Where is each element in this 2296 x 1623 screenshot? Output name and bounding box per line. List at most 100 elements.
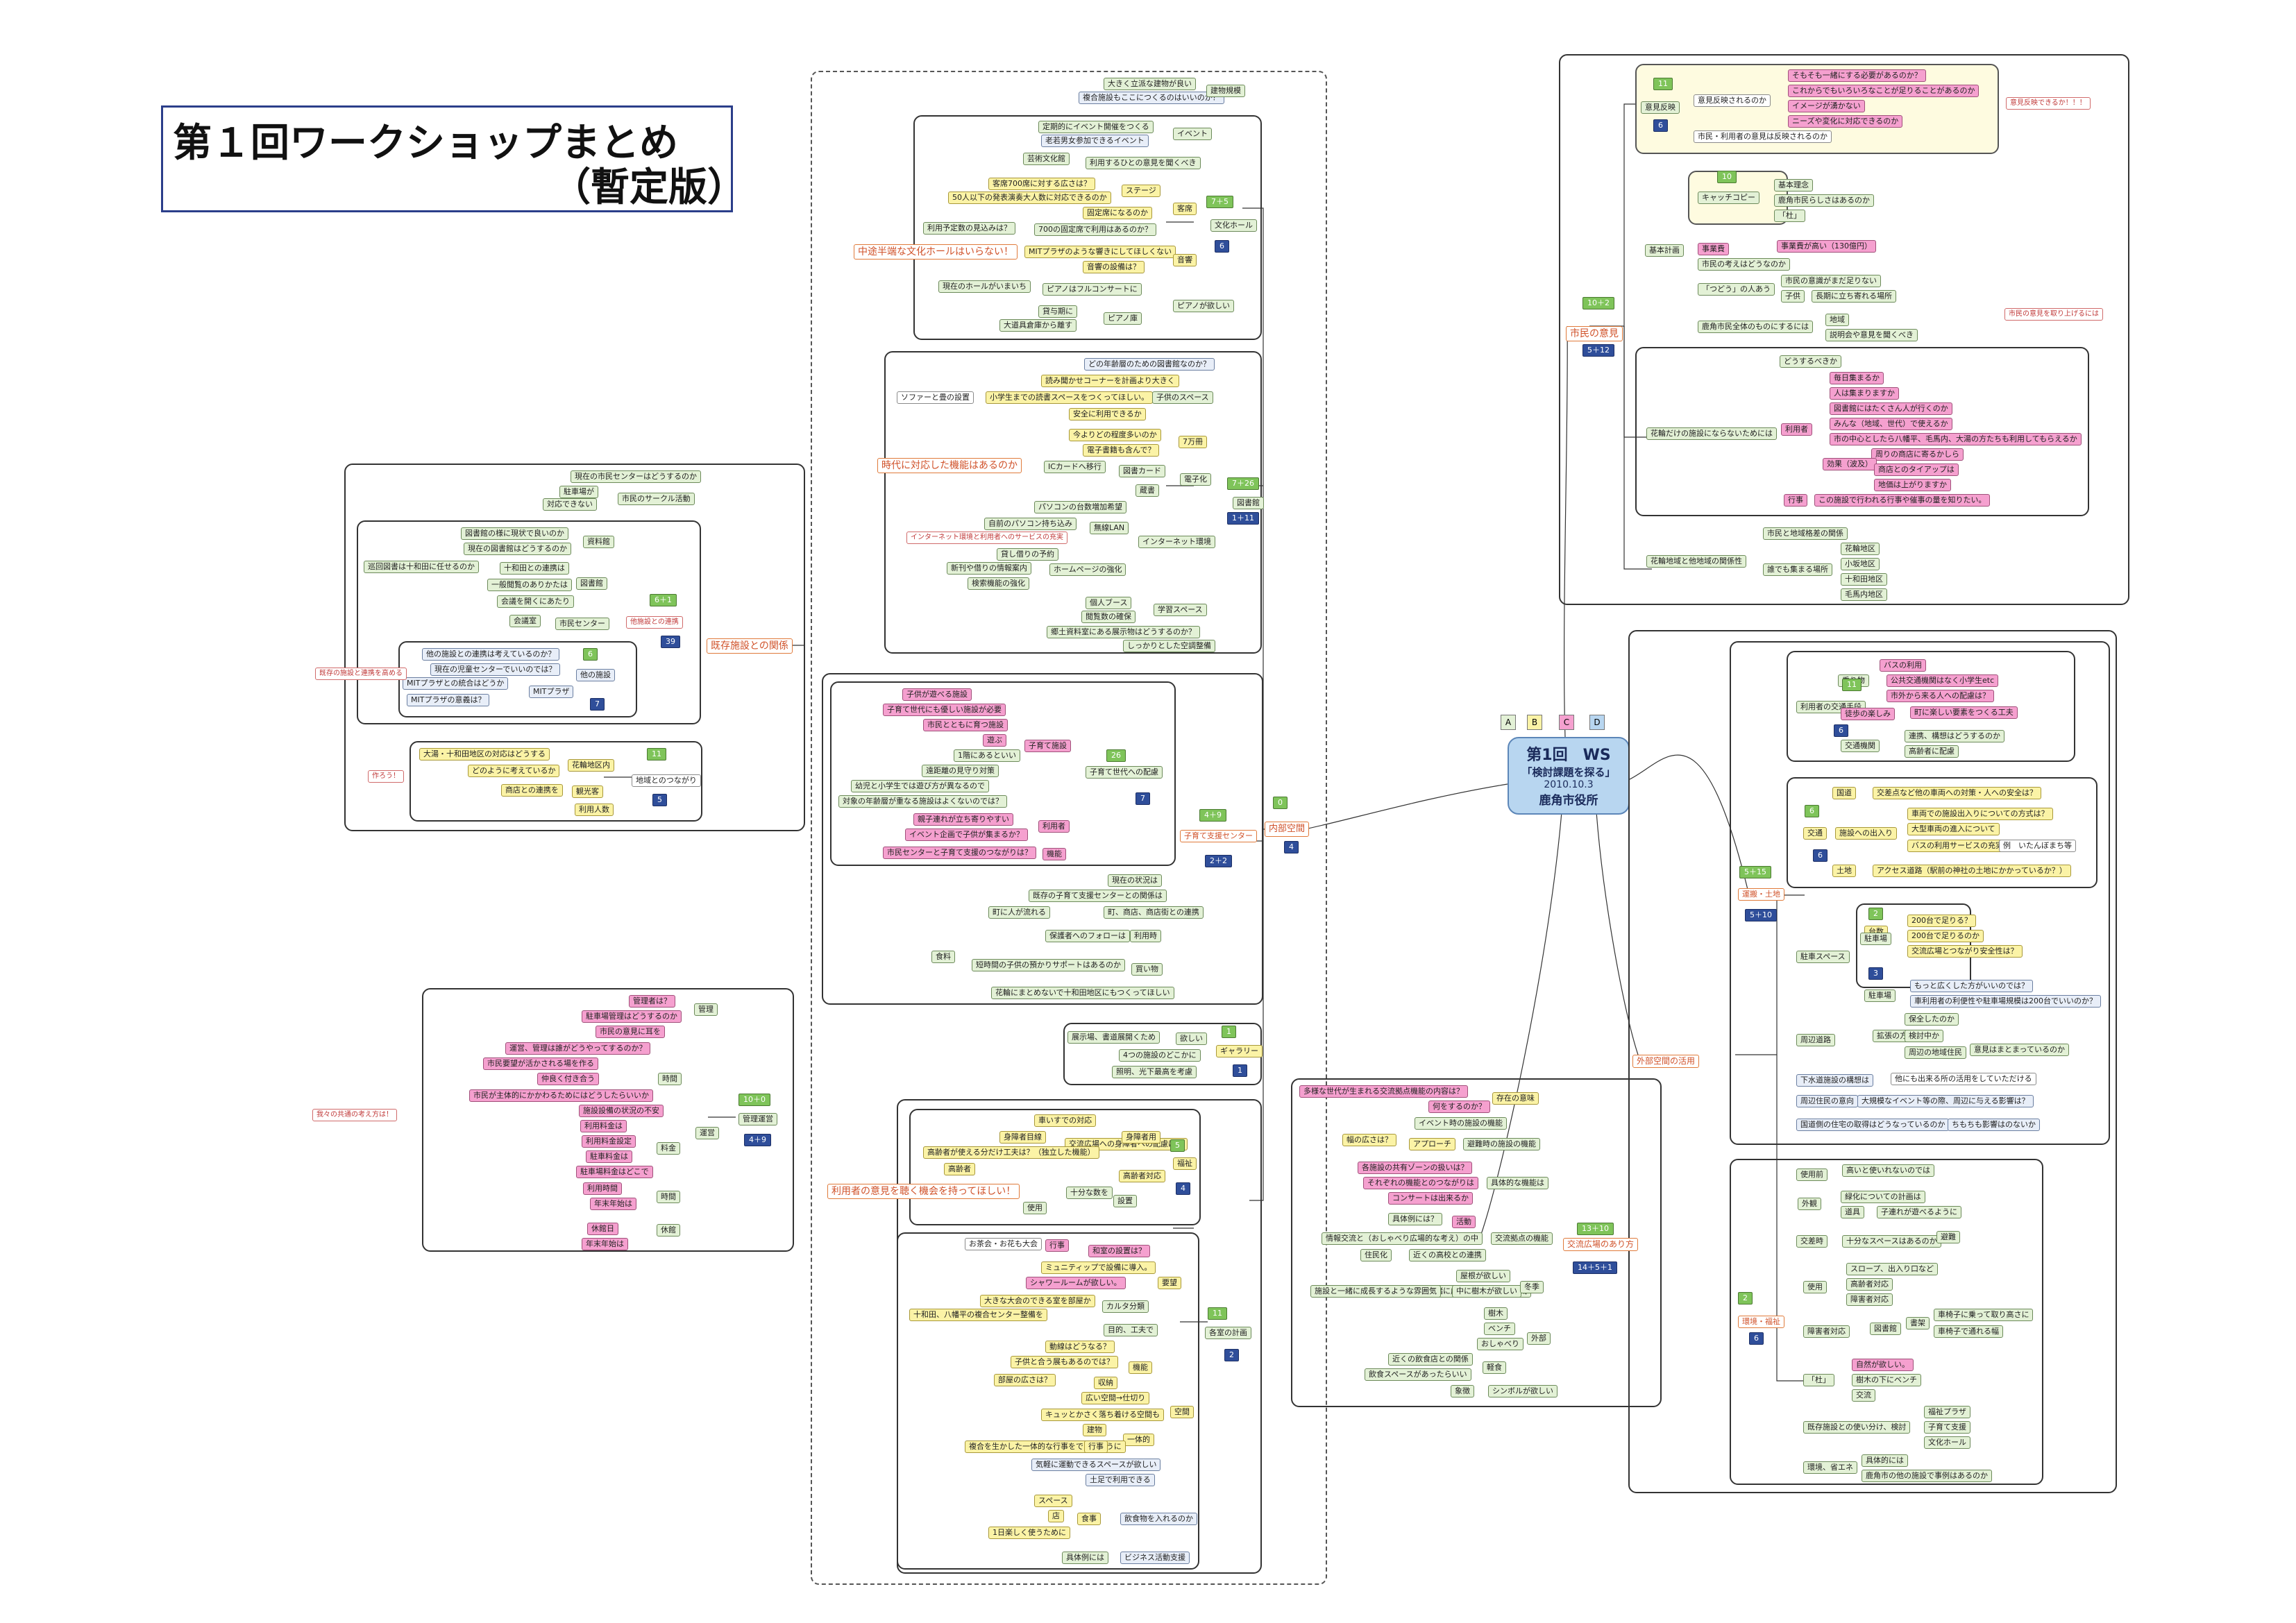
node[interactable]: 具体例には	[1062, 1552, 1108, 1564]
node[interactable]: 貸し借りの予約	[997, 548, 1058, 561]
node[interactable]: 毛馬内地区	[1841, 588, 1887, 601]
node[interactable]: 交流拠点の機能	[1491, 1232, 1553, 1245]
node[interactable]: 欲しい	[1176, 1033, 1207, 1045]
node[interactable]: 食料	[931, 951, 955, 963]
node[interactable]: ICカードへ移行	[1044, 461, 1106, 473]
node[interactable]: 1階にあるといい	[954, 749, 1020, 762]
node[interactable]: 管理	[694, 1003, 718, 1016]
node[interactable]: ピアノはフルコンサートに	[1043, 283, 1142, 296]
node[interactable]: 大きな大会のできる室を部屋か	[980, 1295, 1095, 1307]
node[interactable]: 高齢者に配慮	[1905, 745, 1959, 758]
node[interactable]: 行事	[1084, 1441, 1108, 1453]
node[interactable]: 遠距離の見守り対策	[922, 765, 999, 777]
node[interactable]: 施設設備の状況の不安	[579, 1105, 664, 1117]
node[interactable]: 7万冊	[1179, 436, 1207, 448]
node[interactable]: 現在の図書館はどうするのか	[464, 543, 571, 555]
node[interactable]: イベント時の施設の機能	[1415, 1117, 1507, 1130]
node[interactable]: 子供が遊べる施設	[902, 688, 972, 701]
node[interactable]: 子育て世代にも優しい施設が必要	[883, 704, 1006, 716]
node[interactable]: 貸与期に	[1038, 305, 1077, 318]
node[interactable]: ちもちも影響はのないか	[1948, 1119, 2040, 1131]
node-highlight[interactable]: 中途半端な文化ホールはいらない！	[854, 244, 1018, 260]
node[interactable]: 施設への出入り	[1835, 827, 1897, 840]
node[interactable]: 保全したのか	[1905, 1013, 1959, 1026]
node[interactable]: 自前のパソコン持ち込み	[984, 518, 1077, 530]
node[interactable]: 4つの施設のどこかに	[1119, 1049, 1201, 1062]
node[interactable]: 気軽に運動できるスペースが欲しい	[1031, 1459, 1161, 1471]
node[interactable]: インターネット環境	[1138, 536, 1215, 548]
node[interactable]: 意見反映	[1641, 101, 1680, 114]
node[interactable]: 飲食物を入れるのか	[1120, 1513, 1197, 1525]
node[interactable]: 誰でも集まる場所	[1763, 563, 1832, 576]
node[interactable]: 子供のスペース	[1152, 391, 1213, 404]
node[interactable]: 市民のサークル活動	[618, 493, 695, 505]
node[interactable]: 客席	[1173, 203, 1197, 215]
node[interactable]: ピアノが欲しい	[1173, 300, 1235, 312]
node-highlight[interactable]: 子育て支援センター	[1180, 830, 1257, 842]
node[interactable]: 照明、光下最高を考慮	[1112, 1066, 1197, 1078]
node[interactable]: 具体的な機能は	[1487, 1177, 1548, 1189]
node[interactable]: 今よりどの程度多いのか	[1069, 429, 1161, 441]
node[interactable]: 土地	[1832, 865, 1856, 877]
node[interactable]: 周辺住民の意向	[1796, 1095, 1858, 1107]
node[interactable]: 地価は上がりますか	[1874, 479, 1951, 491]
node[interactable]: 機能	[1043, 848, 1066, 860]
node[interactable]: 利用時	[1130, 930, 1161, 942]
node[interactable]: 行事	[1784, 494, 1807, 507]
node[interactable]: 公共交通機関はなく小学生etc	[1886, 674, 1999, 687]
node[interactable]: 徒歩の楽しみ	[1841, 708, 1895, 720]
node[interactable]: 市民とともに育つ施設	[923, 719, 1008, 731]
node[interactable]: 電子書籍も含んで？	[1083, 444, 1160, 457]
node[interactable]: 使用	[1023, 1202, 1047, 1214]
node[interactable]: 老若男女参加できるイベント	[1041, 135, 1149, 147]
node[interactable]: ギャラリー	[1216, 1045, 1263, 1057]
node[interactable]: 他の施設との連携は考えているのか？	[422, 648, 560, 661]
node[interactable]: 運営、管理は誰がどうやってするのか？	[505, 1042, 651, 1055]
node[interactable]: イベント企画で子供が集まるか？	[905, 829, 1028, 841]
node[interactable]: 行事	[1045, 1239, 1069, 1252]
node[interactable]: 50人以下の発表演奏大人数に対応できるのか	[948, 192, 1111, 204]
node[interactable]: 市民の意識がまだ足りない	[1781, 275, 1881, 287]
node[interactable]: 町に人が流れる	[988, 906, 1050, 919]
node[interactable]: おしゃべり	[1477, 1338, 1523, 1350]
node[interactable]: 車両での施設出入りについての方式は？	[1907, 808, 2053, 820]
node[interactable]: 連携、構想はどうするのか	[1905, 730, 2004, 742]
node[interactable]: 高齢者が使える分だけ工夫は？（独立した機能）	[923, 1146, 1099, 1159]
node[interactable]: 周辺道路	[1796, 1034, 1835, 1046]
node[interactable]: 外観	[1798, 1198, 1821, 1210]
node[interactable]: 効果（波及）	[1823, 458, 1877, 470]
node[interactable]: 図書カード	[1119, 465, 1165, 477]
node[interactable]: 大湯・十和田地区の対応はどうする	[419, 748, 550, 760]
node[interactable]: 料金	[657, 1142, 680, 1155]
node[interactable]: ピアノ庫	[1104, 312, 1142, 325]
node[interactable]: 近くの飲食店との関係	[1388, 1353, 1473, 1366]
node[interactable]: 利用料金は	[580, 1120, 627, 1132]
node[interactable]: 現在のホールがいまいち	[938, 280, 1031, 293]
node[interactable]: 検索機能の強化	[968, 577, 1029, 590]
node[interactable]: 周辺の地域住民	[1905, 1046, 1966, 1059]
node[interactable]: 地域	[1825, 314, 1849, 326]
node[interactable]: シャワールームが欲しい。	[1026, 1277, 1126, 1289]
node[interactable]: 樹木	[1484, 1307, 1508, 1320]
node[interactable]: 国道	[1832, 787, 1856, 799]
node[interactable]: 市外から来る人への配慮は？	[1886, 690, 1994, 702]
node[interactable]: 高齢者対応	[1846, 1278, 1893, 1291]
node[interactable]: 現在の児童センターでいいのでは？	[430, 663, 561, 676]
node[interactable]: 活動	[1452, 1216, 1476, 1228]
node[interactable]: 設置	[1113, 1195, 1137, 1207]
node[interactable]: 部屋の広さは？	[994, 1374, 1056, 1386]
node-highlight[interactable]: 利用者の意見を聴く機会を持ってほしい！	[827, 1184, 1020, 1199]
node-highlight[interactable]: 作ろう！	[368, 770, 404, 783]
node[interactable]: 長期に立ち寄れる場所	[1812, 290, 1896, 303]
node[interactable]: 年末年始は	[582, 1238, 628, 1250]
node[interactable]: 遊ぶ	[983, 734, 1006, 747]
node[interactable]: 近くの高校との連携	[1409, 1249, 1486, 1261]
node[interactable]: 和室の設置は？	[1088, 1245, 1150, 1257]
node[interactable]: 食事	[1077, 1513, 1101, 1525]
node[interactable]: 駐車スペース	[1796, 951, 1850, 963]
node[interactable]: スロープ、出入り口など	[1846, 1263, 1939, 1275]
node[interactable]: 安全に利用できるか	[1069, 408, 1146, 420]
node[interactable]: 駐車場が	[559, 486, 598, 498]
node[interactable]: 福祉プラザ	[1924, 1406, 1970, 1418]
node[interactable]: シンボルが欲しい	[1488, 1385, 1558, 1397]
